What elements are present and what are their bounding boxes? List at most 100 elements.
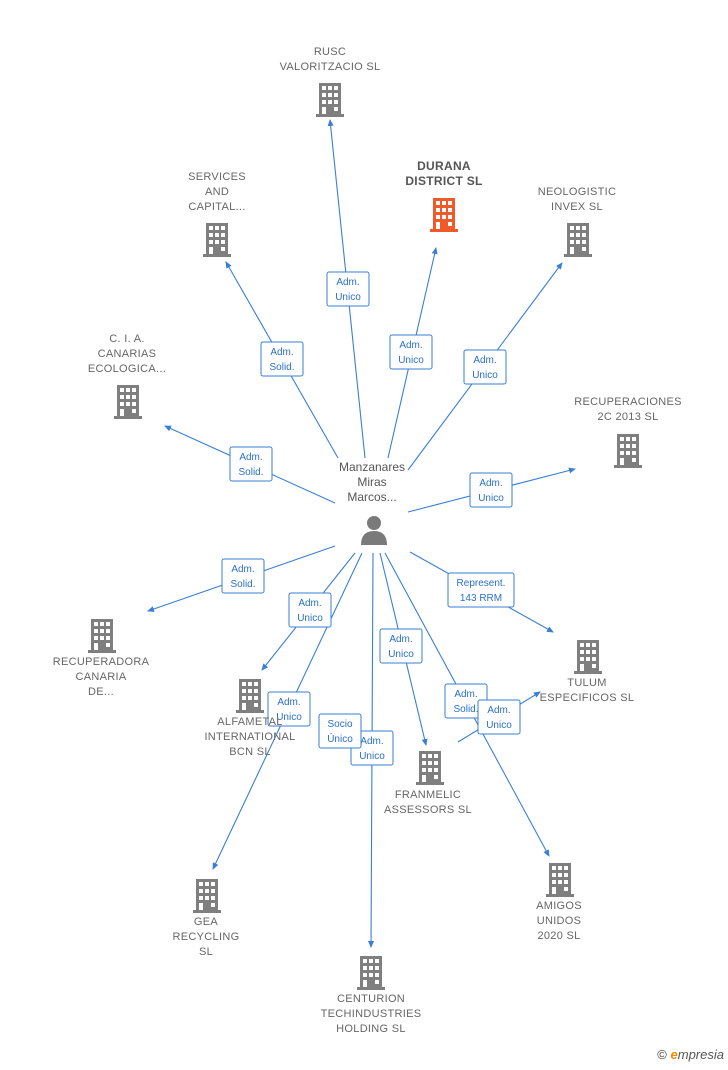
edge-label-box xyxy=(318,713,362,749)
building-icon xyxy=(316,83,344,117)
edge-label-text: Adm. xyxy=(277,697,300,708)
company-name-line: UNIDOS xyxy=(537,915,582,927)
company-name-line: ASSESSORS SL xyxy=(384,804,472,816)
edge-label-text: Adm. xyxy=(270,347,293,358)
center-person[interactable]: ManzanaresMirasMarcos... xyxy=(339,460,405,545)
edge-label-tulum[interactable]: Represent.143 RRM xyxy=(447,572,515,608)
edge-label-text: Adm. xyxy=(454,689,477,700)
edge-label-box xyxy=(447,572,515,608)
edge-label-box xyxy=(379,628,423,664)
edge-label-services[interactable]: Adm. Solid. xyxy=(260,341,304,377)
company-name-line: 2C 2013 SL xyxy=(597,411,658,423)
edge-label-text: Adm. xyxy=(473,355,496,366)
building-icon xyxy=(193,879,221,913)
brand-logo-text: mpresia xyxy=(677,1047,724,1062)
building-icon xyxy=(357,956,385,990)
company-name-line: RECUPERADORA xyxy=(53,656,150,668)
edge-label-text: Adm. xyxy=(360,736,383,747)
edge-label-text: Unico xyxy=(486,720,512,731)
edge-label-alfametal[interactable]: Adm. Unico xyxy=(288,592,332,628)
company-name-line: ALFAMETAL xyxy=(217,716,282,728)
person-icon xyxy=(361,516,387,545)
building-icon xyxy=(430,198,458,232)
person-name-line: Miras xyxy=(357,475,386,489)
edge-label-text: Unico xyxy=(398,355,424,366)
company-name-line: AMIGOS xyxy=(536,900,582,912)
company-name-line: C. I. A. xyxy=(109,333,144,345)
edge-label-text: Unico xyxy=(359,751,385,762)
edge-label-box xyxy=(469,472,513,508)
company-name-line: HOLDING SL xyxy=(336,1023,406,1035)
company-name-line: DURANA xyxy=(417,159,471,173)
edge-label-cia[interactable]: Adm. Solid. xyxy=(229,446,273,482)
company-name-line: SL xyxy=(199,946,213,958)
edge-label-text: Adm. xyxy=(298,598,321,609)
edge-label-text: Solid. xyxy=(269,362,294,373)
company-node-recuperadora[interactable]: RECUPERADORA CANARIA DE... xyxy=(53,619,150,698)
company-name-line: CAPITAL... xyxy=(188,201,245,213)
person-name-line: Manzanares xyxy=(339,460,405,474)
edge-label-text: Adm. xyxy=(231,564,254,575)
edge-label-text: Solid. xyxy=(238,467,263,478)
company-name-line: CANARIA xyxy=(76,671,127,683)
edge-label-franmelic[interactable]: Adm.Unico xyxy=(379,628,423,664)
company-name-line: RECUPERACIONES xyxy=(574,396,682,408)
company-name-line: CANARIAS xyxy=(98,348,157,360)
edge-label-durana[interactable]: Adm. Unico xyxy=(389,334,433,370)
company-name-line: INVEX SL xyxy=(551,201,603,213)
company-name-line: RUSC xyxy=(314,46,346,58)
edge-label-text: Adm. xyxy=(336,277,359,288)
company-node-cia[interactable]: C. I. A. CANARIAS ECOLOGICA... xyxy=(88,333,166,419)
edge-label-text: Unico xyxy=(478,493,504,504)
edge-label-gea[interactable]: Adm.Unico xyxy=(267,691,311,727)
building-icon xyxy=(88,619,116,653)
company-node-alfametal[interactable]: ALFAMETAL INTERNATIONAL BCN SL xyxy=(204,679,295,758)
edge-label-text: Unico xyxy=(297,613,323,624)
company-name-line: ESPECIFICOS SL xyxy=(540,692,635,704)
edge-label-rusc[interactable]: Adm. Unico xyxy=(326,271,370,307)
edge-label-recuperadora[interactable]: Adm.Solid. xyxy=(221,558,265,594)
edge-label-tulum2[interactable]: Adm. Unico xyxy=(477,699,521,735)
edge-label-text: Único xyxy=(327,732,353,745)
company-node-centurion[interactable]: CENTURION TECHINDUSTRIES HOLDING SL xyxy=(321,956,422,1035)
company-name-line: BCN SL xyxy=(229,746,271,758)
company-name-line: RECYCLING xyxy=(173,931,240,943)
company-name-line: ECOLOGICA... xyxy=(88,363,166,375)
edge-label-text: Adm. xyxy=(239,452,262,463)
building-icon xyxy=(203,223,231,257)
company-name-line: INTERNATIONAL xyxy=(204,731,295,743)
edge-label-text: Adm. xyxy=(487,705,510,716)
company-name-line: CENTURION xyxy=(337,993,405,1005)
company-node-rusc[interactable]: RUSC VALORITZACIO SL xyxy=(280,46,381,117)
edge-label-recuperaciones[interactable]: Adm. Unico xyxy=(469,472,513,508)
edge-label-neologistic[interactable]: Adm. Unico xyxy=(463,349,507,385)
company-node-franmelic[interactable]: FRANMELIC ASSESSORS SL xyxy=(384,751,472,816)
copyright-icon: © xyxy=(657,1047,667,1062)
company-name-line: VALORITZACIO SL xyxy=(280,61,381,73)
edge-label-text: 143 RRM xyxy=(460,593,502,604)
edge-label-text: Adm. xyxy=(399,340,422,351)
edge-label-text: Unico xyxy=(388,649,414,660)
brand-logo-initial: e xyxy=(670,1047,678,1062)
company-name-line: DE... xyxy=(88,686,114,698)
edge-label-text: Unico xyxy=(472,370,498,381)
edge-label-text: Unico xyxy=(335,292,361,303)
building-icon xyxy=(114,385,142,419)
company-node-services[interactable]: SERVICESANDCAPITAL... xyxy=(188,171,246,257)
edge-label-box xyxy=(260,341,304,377)
edge-label-box xyxy=(229,446,273,482)
edge-label-text: Adm. xyxy=(479,478,502,489)
company-node-recuperaciones[interactable]: RECUPERACIONES 2C 2013 SL xyxy=(574,396,682,468)
company-name-line: FRANMELIC xyxy=(395,789,461,801)
company-name-line: TECHINDUSTRIES xyxy=(321,1008,422,1020)
edge-label-box xyxy=(463,349,507,385)
company-name-line: DISTRICT SL xyxy=(405,174,482,188)
building-icon xyxy=(564,223,592,257)
